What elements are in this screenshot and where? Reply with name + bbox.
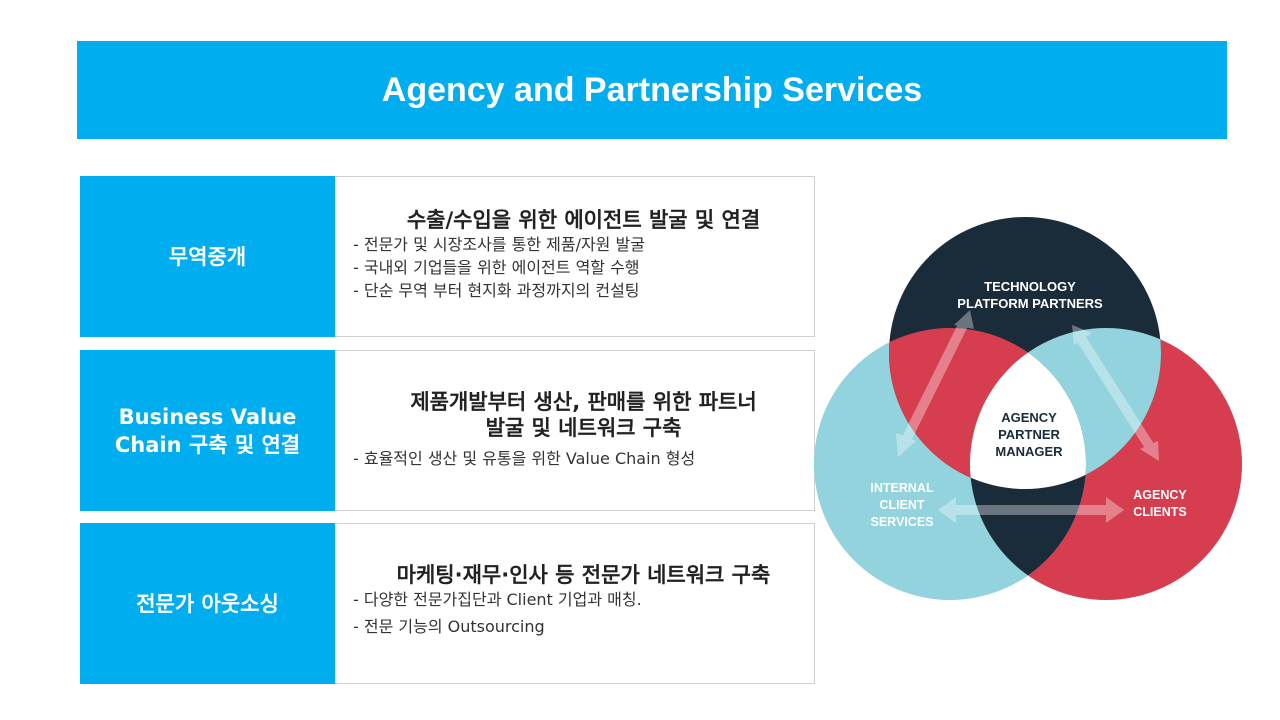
bullet-item: 국내외 기업들을 위한 에이전트 역할 수행 [353,256,814,279]
row-heading: 수출/수입을 위한 에이전트 발굴 및 연결 [406,208,761,232]
venn-label-left-line3: SERVICES [871,515,934,529]
bullet-item: 단순 무역 부터 현지화 과정까지의 컨설팅 [353,279,814,302]
row-label-text: 무역중개 [168,244,247,269]
arrow-top-right-icon [1072,325,1159,461]
venn-label-top-line2: PLATFORM PARTNERS [957,296,1103,311]
bullet-item: 효율적인 생산 및 유통을 위한 Value Chain 형성 [353,447,814,470]
row-label-text: 전문가 아웃소싱 [136,591,279,616]
bullet-list: 다양한 전문가집단과 Client 기업과 매칭. 전문 기능의 Outsour… [353,588,814,638]
venn-label-right-line2: CLIENTS [1133,505,1186,519]
row-label: 무역중개 [80,176,335,337]
venn-label-top-line1: TECHNOLOGY [984,279,1076,294]
row-body: 수출/수입을 위한 에이전트 발굴 및 연결 전문가 및 시장조사를 통한 제품… [335,176,815,337]
page-title: Agency and Partnership Services [381,70,923,109]
row-heading-line: 제품개발부터 생산, 판매를 위한 파트너 [410,390,757,414]
venn-label-center-line2: PARTNER [998,427,1060,442]
row-heading: 마케팅·재무·인사 등 전문가 네트워크 구축 [396,563,771,587]
service-row-value-chain: Business Value Chain 구축 및 연결 제품개발부터 생산, … [80,350,815,511]
venn-diagram: TECHNOLOGY PLATFORM PARTNERS INTERNAL CL… [814,217,1242,600]
service-row-outsourcing: 전문가 아웃소싱 마케팅·재무·인사 등 전문가 네트워크 구축 다양한 전문가… [80,523,815,684]
arrow-left-right-icon [938,497,1124,523]
venn-label-center-line3: MANAGER [995,444,1063,459]
row-body: 마케팅·재무·인사 등 전문가 네트워크 구축 다양한 전문가집단과 Clien… [335,523,815,684]
title-banner: Agency and Partnership Services [77,41,1227,139]
venn-label-center-line1: AGENCY [1001,410,1057,425]
row-label: Business Value Chain 구축 및 연결 [80,350,335,511]
venn-label-right-line1: AGENCY [1133,488,1187,502]
venn-label-left-line1: INTERNAL [870,481,934,495]
bullet-item: 다양한 전문가집단과 Client 기업과 매칭. [353,588,814,611]
venn-center [970,328,1086,489]
row-label-line: Business Value [118,404,297,429]
row-label-line: Chain 구축 및 연결 [114,432,301,457]
row-label: 전문가 아웃소싱 [80,523,335,684]
row-heading: 제품개발부터 생산, 판매를 위한 파트너 발굴 및 네트워크 구축 [353,389,814,441]
bullet-list: 효율적인 생산 및 유통을 위한 Value Chain 형성 [353,447,814,470]
bullet-item: 전문 기능의 Outsourcing [353,615,814,638]
venn-label-left-line2: CLIENT [879,498,925,512]
bullet-list: 전문가 및 시장조사를 통한 제품/자원 발굴 국내외 기업들을 위한 에이전트… [353,233,814,302]
row-heading-line: 발굴 및 네트워크 구축 [485,416,682,440]
row-body: 제품개발부터 생산, 판매를 위한 파트너 발굴 및 네트워크 구축 효율적인 … [335,350,815,511]
service-row-trade: 무역중개 수출/수입을 위한 에이전트 발굴 및 연결 전문가 및 시장조사를 … [80,176,815,337]
venn-arrows [896,310,1159,523]
arrow-top-left-icon [896,310,974,457]
bullet-item: 전문가 및 시장조사를 통한 제품/자원 발굴 [353,233,814,256]
